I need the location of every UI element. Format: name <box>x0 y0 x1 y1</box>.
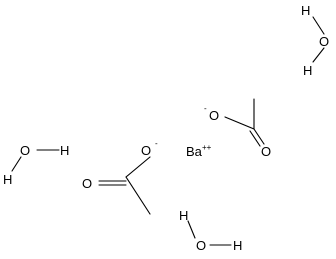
hydrogen-atom: H <box>3 172 12 187</box>
hydrogen-atom: H <box>233 238 242 253</box>
bond-oh-upper <box>187 220 196 239</box>
hydrogen-atom: H <box>303 63 312 78</box>
water-molecule-bottom: H O H <box>179 208 242 253</box>
barium-cation: Ba ++ <box>186 143 212 159</box>
acetate-ion-top: - O O <box>204 98 271 159</box>
acetate-ion-bottom: O - O <box>82 139 158 215</box>
oxygen-atom: O <box>319 34 329 49</box>
bond-c-methyl <box>125 176 151 215</box>
oxygen-atom: O <box>209 108 219 123</box>
bond-oh-upper <box>312 16 325 35</box>
bond-oh-lower <box>11 156 22 172</box>
oxygen-atom: O <box>141 143 151 158</box>
water-molecule-left: O H H <box>3 143 69 187</box>
bond-c-o-double-a <box>253 128 265 145</box>
hydrogen-atom: H <box>179 208 188 223</box>
negative-charge: - <box>204 104 207 113</box>
oxygen-atom: O <box>20 143 30 158</box>
hydrogen-atom: H <box>301 3 310 18</box>
oxygen-atom: O <box>261 144 271 159</box>
barium-charge: ++ <box>202 143 212 152</box>
hydrogen-atom: H <box>60 143 69 158</box>
water-molecule-top: H O H <box>301 3 329 78</box>
bond-c-o-single <box>125 156 151 178</box>
oxygen-atom: O <box>196 238 206 253</box>
oxygen-atom: O <box>82 176 92 191</box>
bond-oh-lower <box>312 47 325 63</box>
barium-symbol: Ba <box>186 144 203 159</box>
bond-c-o-double-b <box>249 130 261 147</box>
negative-charge: - <box>155 139 158 148</box>
bond-c-o-single <box>224 116 255 130</box>
